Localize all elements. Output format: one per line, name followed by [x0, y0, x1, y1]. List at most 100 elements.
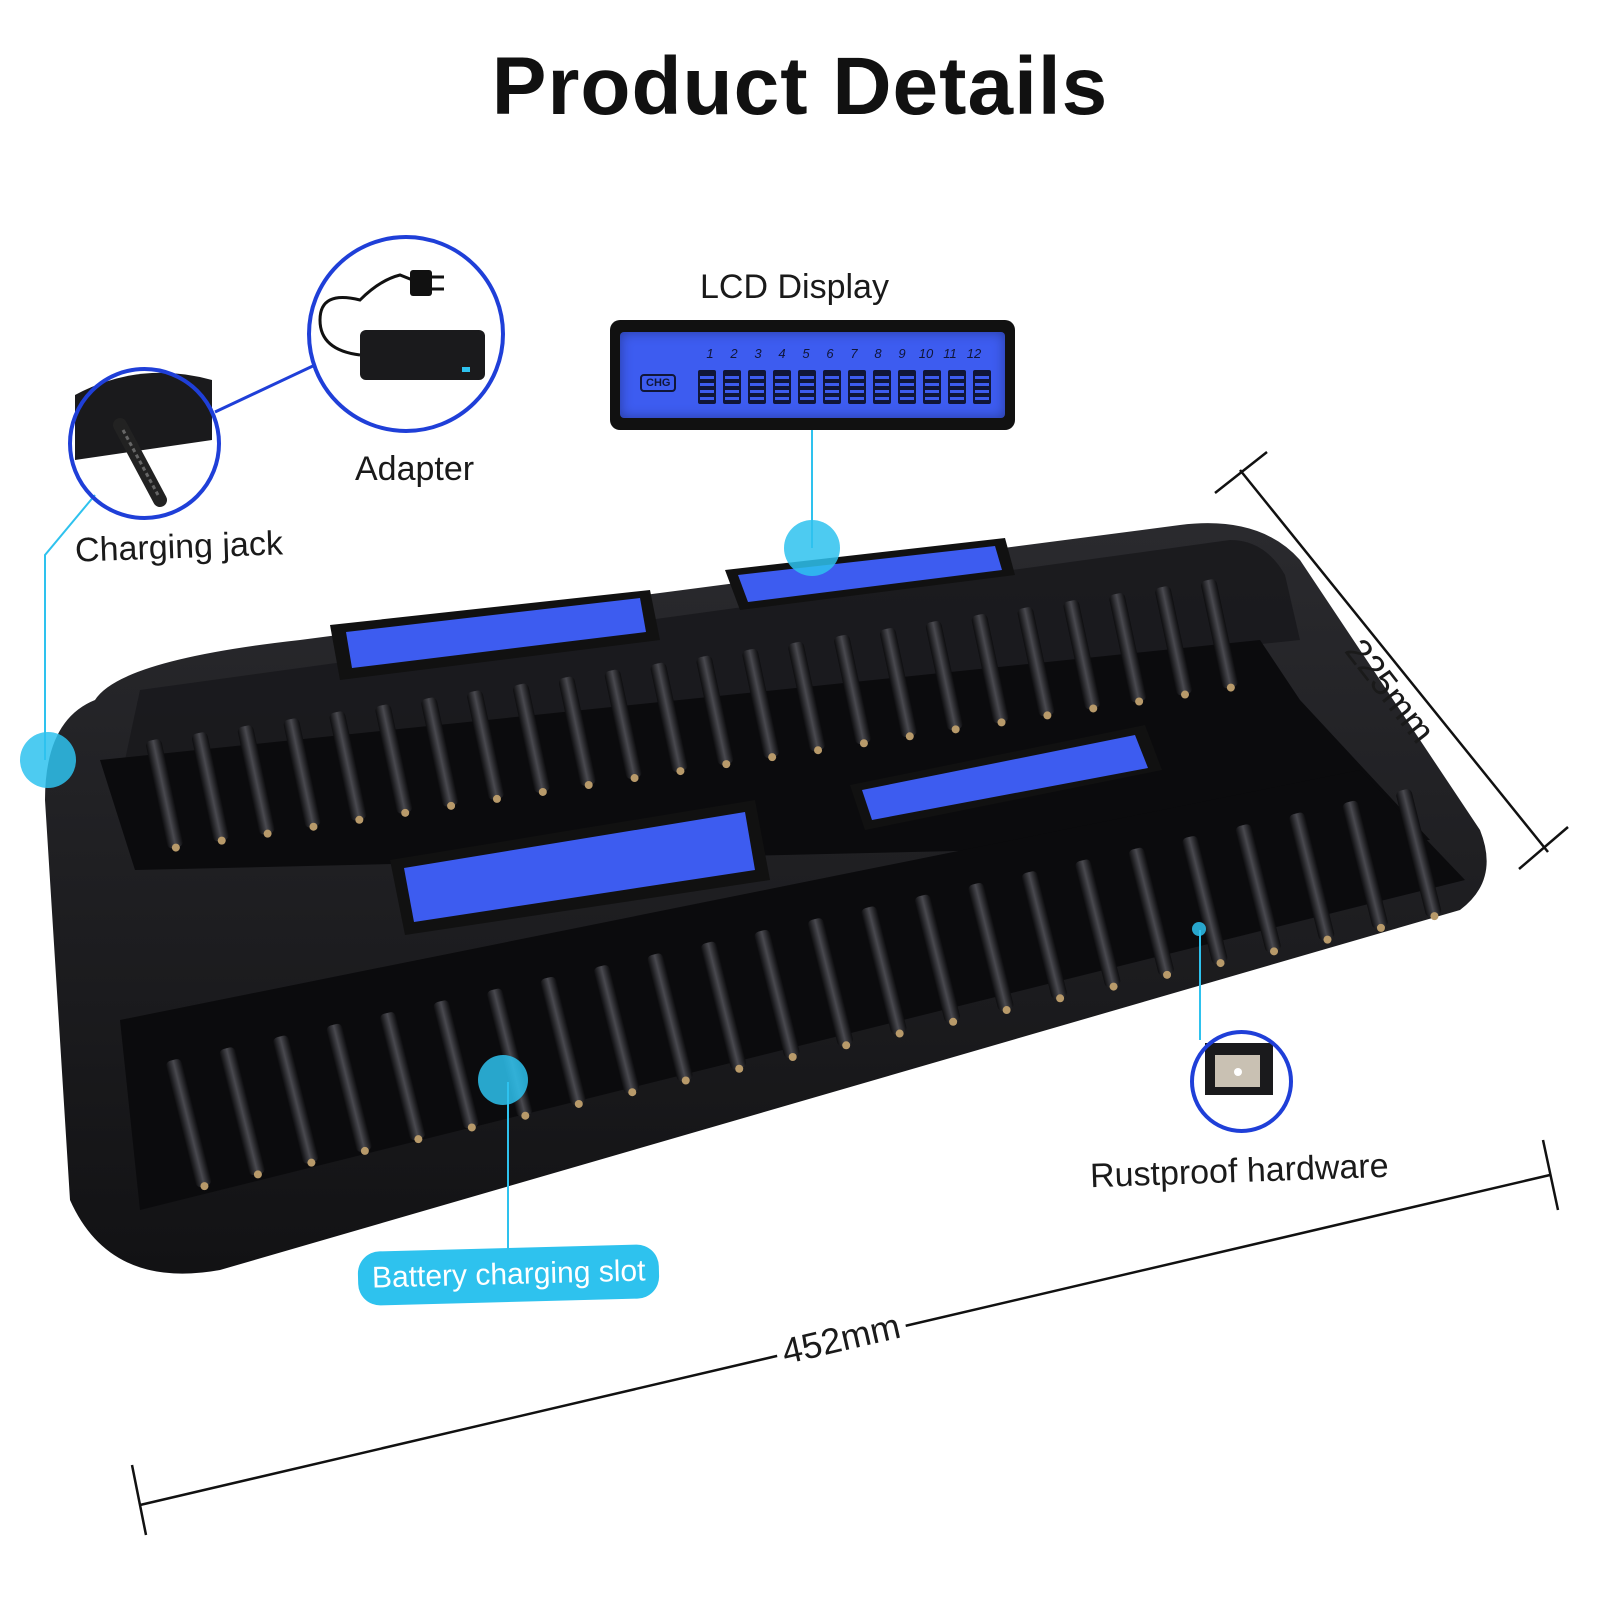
battery-cell — [540, 976, 586, 1105]
lcd-battery-icon — [973, 370, 991, 404]
battery-contact — [859, 739, 868, 748]
battery-contact — [355, 815, 364, 824]
rustproof-marker-dot — [1192, 922, 1206, 936]
battery-contact — [309, 822, 318, 831]
battery-contact — [538, 787, 547, 796]
battery-cell — [166, 1059, 212, 1188]
lcd-battery-icon — [723, 370, 741, 404]
battery-contact — [788, 1053, 797, 1062]
battery-contact — [1226, 683, 1235, 692]
lower-battery-row — [166, 789, 1442, 1191]
battery-contact — [681, 1076, 690, 1085]
battery-contact — [447, 801, 456, 810]
battery-slot-label: Battery charging slot — [357, 1244, 661, 1306]
battery-cell — [273, 1035, 319, 1164]
battery-cell — [467, 690, 504, 800]
device-lcd-1 — [330, 590, 660, 680]
battery-contact — [1056, 994, 1065, 1003]
battery-contact — [574, 1099, 583, 1108]
battery-contact — [1376, 923, 1385, 932]
battery-cell — [237, 725, 275, 835]
adapter-label: Adapter — [355, 450, 475, 488]
lcd-slot-number: 12 — [966, 346, 982, 361]
battery-cell — [1063, 600, 1101, 710]
battery-contact — [200, 1182, 209, 1191]
battery-cell — [421, 697, 458, 807]
battery-contact — [217, 836, 226, 845]
battery-contact — [722, 760, 731, 769]
lcd-slot-number: 7 — [850, 346, 858, 361]
battery-contact — [1163, 970, 1172, 979]
charger-top-panel — [125, 540, 1300, 760]
battery-contact — [171, 843, 180, 852]
battery-cell — [1396, 789, 1442, 918]
battery-cell — [1182, 836, 1228, 964]
battery-contact — [735, 1064, 744, 1073]
battery-cell — [219, 1047, 265, 1176]
lcd-battery-icon — [898, 370, 916, 404]
battery-cell — [326, 1023, 372, 1152]
lcd-battery-icon — [748, 370, 766, 404]
lcd-slot-number: 6 — [826, 346, 834, 361]
battery-cell — [191, 732, 229, 842]
battery-cell — [594, 965, 639, 1094]
lcd-slot-number: 5 — [802, 346, 810, 361]
battery-contact — [951, 725, 960, 734]
lcd-slot-number: 3 — [754, 346, 762, 361]
battery-cell — [283, 718, 321, 828]
battery-cell — [1021, 871, 1067, 1000]
battery-cell — [1235, 824, 1281, 953]
lcd-battery-icons — [698, 370, 991, 404]
battery-cell — [647, 953, 693, 1082]
battery-cell — [971, 614, 1009, 724]
battery-cell — [1075, 859, 1121, 988]
lower-slot-tray — [120, 770, 1465, 1210]
slot-marker-dot — [478, 1055, 528, 1105]
battery-contact — [521, 1111, 530, 1120]
lcd-slot-number: 1 — [706, 346, 714, 361]
battery-cell — [880, 627, 917, 738]
battery-cell — [650, 662, 688, 772]
charging-jack-label: Charging jack — [74, 524, 284, 570]
battery-cell — [925, 621, 963, 731]
battery-contact — [253, 1170, 262, 1179]
depth-dimension-line — [1214, 451, 1569, 870]
lcd-marker-dot — [784, 520, 840, 576]
battery-cell — [968, 883, 1014, 1011]
lcd-battery-icon — [923, 370, 941, 404]
battery-contact — [997, 718, 1006, 727]
battery-contact — [414, 1135, 423, 1144]
charging-jack-callout-circle — [68, 367, 221, 520]
battery-cell — [1017, 607, 1055, 717]
lcd-slot-number: 10 — [918, 346, 934, 361]
battery-cell — [788, 641, 825, 751]
battery-cell — [808, 918, 853, 1047]
battery-cell — [1289, 812, 1335, 941]
lcd-battery-icon — [698, 370, 716, 404]
battery-cell — [1155, 586, 1192, 696]
lcd-slot-number: 4 — [778, 346, 786, 361]
battery-contact — [467, 1123, 476, 1132]
battery-contact — [628, 1088, 637, 1097]
battery-cell — [329, 711, 367, 821]
battery-contact — [1043, 711, 1052, 720]
lcd-battery-icon — [873, 370, 891, 404]
battery-contact — [1089, 704, 1098, 713]
battery-cell — [834, 634, 871, 744]
battery-cell — [914, 894, 960, 1023]
lcd-slot-number: 9 — [898, 346, 906, 361]
lcd-slot-number: 11 — [943, 346, 957, 361]
battery-cell — [742, 648, 780, 758]
page-title: Product Details — [491, 41, 1109, 132]
lcd-slot-number: 8 — [874, 346, 882, 361]
device-lcd-4 — [850, 725, 1162, 830]
battery-contact — [1216, 959, 1225, 968]
rustproof-callout-circle — [1190, 1030, 1293, 1133]
lcd-battery-icon — [798, 370, 816, 404]
battery-contact — [630, 774, 639, 783]
upper-battery-row — [146, 579, 1238, 852]
lcd-battery-icon — [823, 370, 841, 404]
battery-cell — [375, 704, 413, 814]
